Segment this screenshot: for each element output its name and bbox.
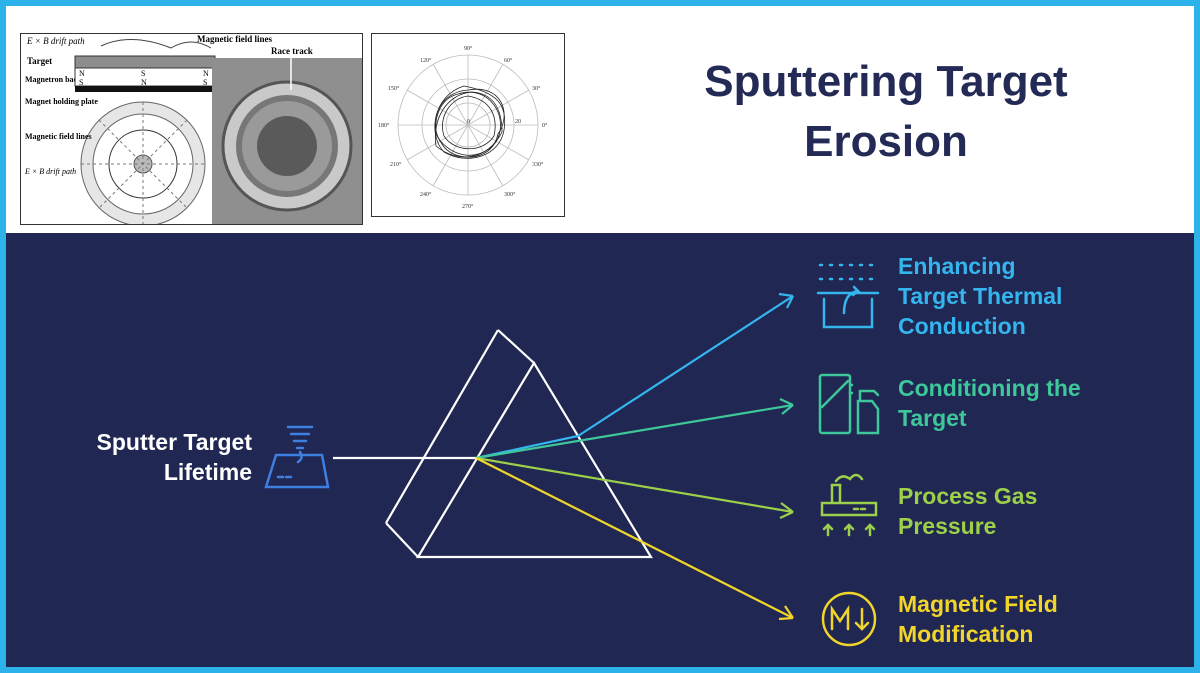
prism-diagram: Sputter Target Lifetime: [6, 233, 1194, 667]
erosion-funnel-icon: [264, 425, 330, 489]
output-beam-pressure: [475, 456, 794, 514]
output-beam-magnetic: [475, 457, 794, 619]
output-label-pressure: Process Gas Pressure: [898, 483, 1038, 539]
angle-label: 90°: [464, 45, 473, 52]
title-line: Sputtering Target: [704, 57, 1068, 106]
output-beam-conditioning: [475, 403, 794, 460]
angle-label: 0°: [542, 122, 548, 129]
holding-plate: [75, 86, 215, 92]
prism-diagram-graphic: [264, 263, 880, 647]
target-label: Target: [27, 56, 52, 66]
magnetron-schematic-panel: E × B drift path Magnetic field lines Ta…: [20, 33, 363, 227]
header-area: E × B drift path Magnetic field lines Ta…: [6, 6, 1194, 233]
output-beam-thermal: [475, 295, 794, 460]
angle-label: 180°: [378, 122, 390, 129]
polar-plot-panel: 90° 60° 30° 0° 330° 300° 270° 240° 210° …: [371, 33, 565, 217]
heat-transfer-icon: [816, 263, 880, 329]
angle-label: 60°: [504, 57, 513, 64]
title-line: Erosion: [804, 117, 968, 166]
angle-label: 30°: [532, 85, 541, 92]
angle-label: 330°: [532, 161, 544, 168]
drift-path-top-label: E × B drift path: [26, 36, 85, 46]
angle-label: 300°: [504, 191, 516, 198]
angle-label: 210°: [390, 161, 402, 168]
pole-label: N: [79, 69, 85, 78]
angle-label: 270°: [462, 203, 474, 210]
magnet-field-icon: [821, 591, 877, 647]
cleaning-spray-icon: [818, 373, 880, 435]
pole-label: N: [141, 78, 147, 87]
magnetron-schematic: E × B drift path Magnetic field lines Ta…: [24, 34, 362, 227]
input-label: Sputter Target Lifetime: [96, 429, 252, 485]
drift-path-label: E × B drift path: [24, 167, 76, 176]
race-track-label: Race track: [271, 46, 313, 56]
angle-label: 120°: [420, 57, 432, 64]
factory-pressure-icon: [820, 473, 878, 537]
output-label-thermal: Enhancing Target Thermal Conduction: [898, 253, 1063, 339]
race-track-center: [257, 116, 317, 176]
radial-label: 0: [467, 119, 470, 125]
holding-plate-label: Magnet holding plate: [25, 97, 98, 106]
target-plate: [74, 55, 216, 69]
pole-label: S: [79, 78, 83, 87]
field-lines-label: Magnetic field lines: [25, 132, 92, 141]
pole-label: S: [203, 78, 207, 87]
angle-label: 240°: [420, 191, 432, 198]
back-plate-label: Magnetron back plate: [25, 75, 101, 84]
pole-label: N: [203, 69, 209, 78]
output-label-magnetic: Magnetic Field Modification: [898, 591, 1058, 647]
pole-label: S: [141, 69, 145, 78]
output-label-conditioning: Conditioning the Target: [898, 375, 1081, 431]
field-lines-top-label: Magnetic field lines: [197, 34, 272, 44]
radial-label: 20: [515, 119, 521, 125]
page-title: Sputtering Target Erosion: [581, 52, 1191, 172]
prism: [385, 329, 653, 559]
angle-label: 150°: [388, 85, 400, 92]
polar-plot: 90° 60° 30° 0° 330° 300° 270° 240° 210° …: [378, 45, 548, 210]
